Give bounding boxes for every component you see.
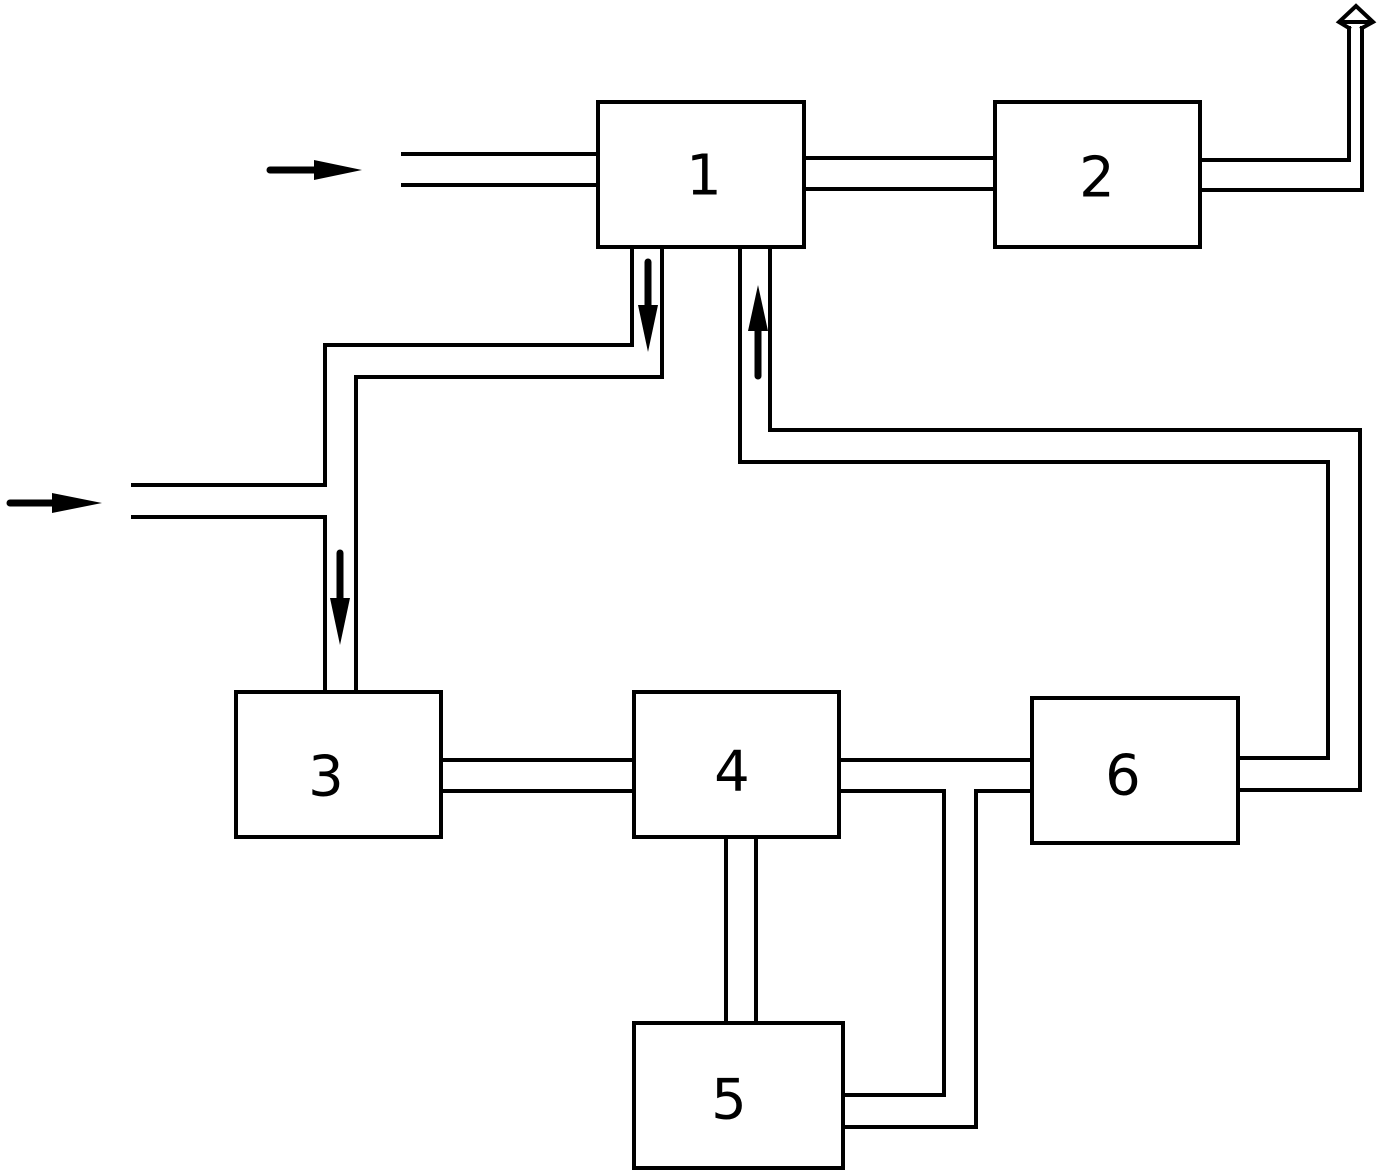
flow-arrow-icon	[638, 258, 658, 352]
pipe-6-to-1	[738, 245, 1362, 792]
block-1: 1	[596, 100, 806, 249]
pipe-4-to-5	[724, 835, 758, 1025]
block-2: 2	[993, 100, 1202, 249]
block-2-label: 2	[1079, 146, 1115, 211]
block-4-label: 4	[714, 740, 750, 805]
pipe-4-to-6	[837, 758, 1034, 1129]
block-1-label: 1	[686, 144, 722, 209]
flow-arrow-icon	[6, 493, 102, 513]
pipe-2-to-outlet	[1198, 26, 1364, 192]
pipe-3-to-4	[439, 758, 636, 793]
block-5-label: 5	[711, 1068, 747, 1133]
pipe-left-inlet	[131, 483, 327, 519]
block-6-label: 6	[1105, 744, 1141, 809]
flow-arrow-icon	[266, 160, 362, 180]
block-3-label: 3	[308, 745, 344, 810]
pipe-1-to-2	[802, 156, 997, 191]
block-4: 4	[632, 690, 841, 839]
block-6: 6	[1030, 696, 1240, 845]
pipe-1-to-3	[323, 245, 664, 694]
hollow-up-arrow-icon	[1335, 3, 1377, 31]
flow-arrow-icon	[330, 549, 350, 645]
pipe-inlet-to-1	[401, 152, 600, 187]
block-5: 5	[632, 1021, 845, 1170]
block-3: 3	[234, 690, 443, 839]
flow-arrow-icon	[748, 285, 768, 380]
